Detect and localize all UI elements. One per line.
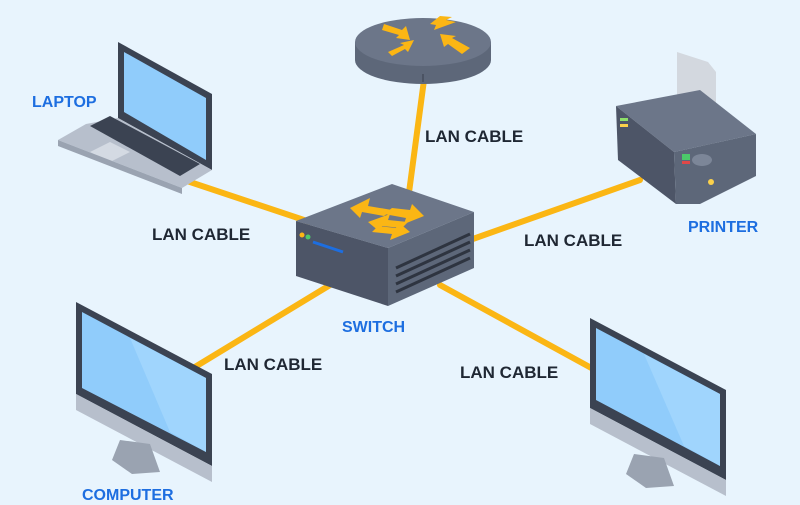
- printer-icon: [616, 52, 756, 204]
- laptop-icon: [58, 42, 212, 194]
- monitor-icon-right: [590, 318, 726, 496]
- cable-label-router: LAN CABLE: [425, 127, 524, 146]
- cable-label-laptop: LAN CABLE: [152, 225, 251, 244]
- cable-printer: [467, 177, 643, 243]
- cable-computer-right: [437, 282, 598, 373]
- monitor-icon-left: [76, 302, 212, 482]
- printer-label: PRINTER: [688, 219, 759, 236]
- cable-label-printer: LAN CABLE: [524, 231, 623, 250]
- router-icon: [355, 16, 491, 84]
- switch-label: SWITCH: [342, 319, 406, 336]
- laptop-label: LAPTOP: [32, 94, 97, 111]
- cable-computer-left: [187, 279, 338, 373]
- cable-label-computer-right: LAN CABLE: [460, 363, 559, 382]
- switch-icon: [296, 184, 474, 306]
- cable-router: [405, 77, 427, 203]
- cable-label-computer-left: LAN CABLE: [224, 355, 323, 374]
- computer-label: COMPUTER: [82, 487, 174, 504]
- cables: [175, 77, 643, 373]
- cable-laptop: [175, 175, 313, 225]
